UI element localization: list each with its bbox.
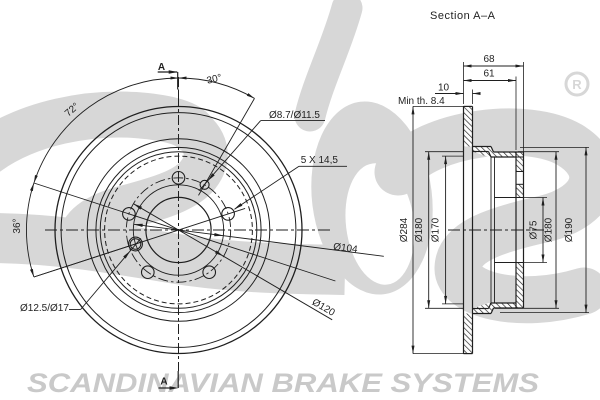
svg-text:5 X 14,5: 5 X 14,5: [301, 155, 339, 166]
svg-text:Ø8.7/Ø11.5: Ø8.7/Ø11.5: [269, 110, 320, 121]
svg-text:Ø180: Ø180: [414, 217, 425, 242]
svg-text:Ø190: Ø190: [564, 217, 575, 242]
svg-text:A: A: [160, 377, 167, 388]
svg-text:10: 10: [438, 83, 450, 94]
svg-text:Ø284: Ø284: [399, 217, 410, 242]
svg-text:Ø12.5/Ø17: Ø12.5/Ø17: [20, 303, 69, 314]
svg-text:A: A: [158, 62, 165, 73]
svg-text:Min th. 8.4: Min th. 8.4: [398, 96, 445, 107]
svg-text:68: 68: [483, 54, 495, 65]
svg-text:Ø180: Ø180: [544, 217, 555, 242]
svg-text:R: R: [572, 77, 582, 92]
svg-text:Ø170: Ø170: [431, 217, 442, 242]
svg-text:61: 61: [483, 69, 495, 80]
svg-text:Section A–A: Section A–A: [430, 10, 496, 22]
svg-text:SCANDINAVIAN BRAKE SYSTEMS: SCANDINAVIAN BRAKE SYSTEMS: [27, 368, 539, 398]
svg-text:Ø75: Ø75: [529, 220, 540, 239]
svg-text:Ø104: Ø104: [332, 242, 358, 256]
svg-text:36°: 36°: [12, 218, 23, 233]
svg-text:30°: 30°: [206, 72, 223, 86]
